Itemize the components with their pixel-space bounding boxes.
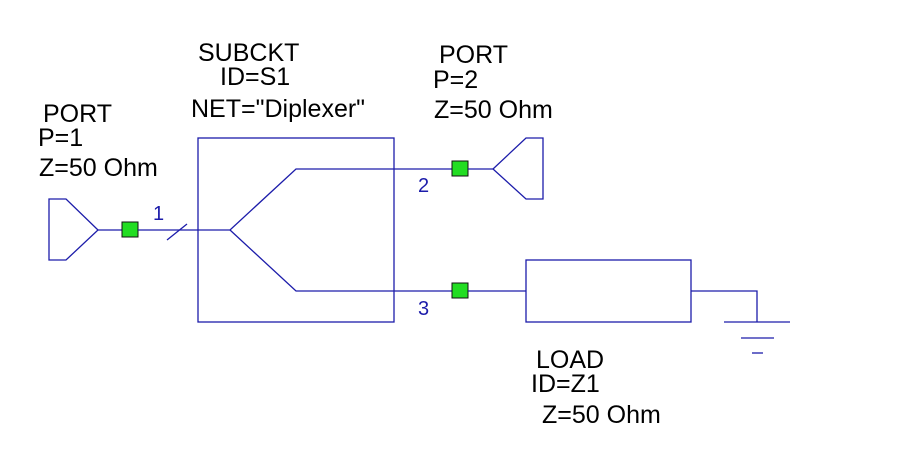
pin-1-slash [166, 223, 188, 241]
load-z1[interactable]: LOAD ID=Z1 Z=50 Ohm [525, 259, 692, 429]
port-2-title: PORT [439, 41, 508, 69]
port-1-symbol [48, 198, 99, 261]
subckt-id: ID=S1 [220, 63, 290, 91]
subckt-internal-splitter [198, 168, 394, 231]
port-1-title: PORT [43, 100, 112, 128]
port-1[interactable]: PORT P=1 Z=50 Ohm [38, 100, 158, 261]
pin-2-label: 2 [418, 175, 429, 197]
port-2-symbol [492, 137, 544, 200]
ground-icon [724, 321, 790, 354]
subckt-internal-branch-3 [229, 229, 394, 292]
load-box [525, 259, 692, 323]
port-1-number: P=1 [38, 124, 83, 152]
load-id: ID=Z1 [531, 370, 600, 398]
pin-1-label: 1 [153, 203, 164, 225]
node-port2[interactable] [451, 160, 469, 177]
port-2-impedance: Z=50 Ohm [434, 96, 553, 124]
load-impedance: Z=50 Ohm [542, 401, 661, 429]
port-2-number: P=2 [433, 66, 478, 94]
load-title: LOAD [536, 346, 604, 374]
subckt-net: NET="Diplexer" [191, 95, 365, 123]
pin-3-label: 3 [418, 298, 429, 320]
node-port1[interactable] [121, 221, 139, 238]
subckt-title: SUBCKT [198, 39, 299, 67]
wire-load-ground [691, 290, 758, 322]
port-1-impedance: Z=50 Ohm [39, 154, 158, 182]
subckt-s1[interactable]: SUBCKT ID=S1 NET="Diplexer" [191, 39, 395, 323]
port-2[interactable]: PORT P=2 Z=50 Ohm [433, 41, 553, 200]
node-load[interactable] [451, 282, 469, 299]
